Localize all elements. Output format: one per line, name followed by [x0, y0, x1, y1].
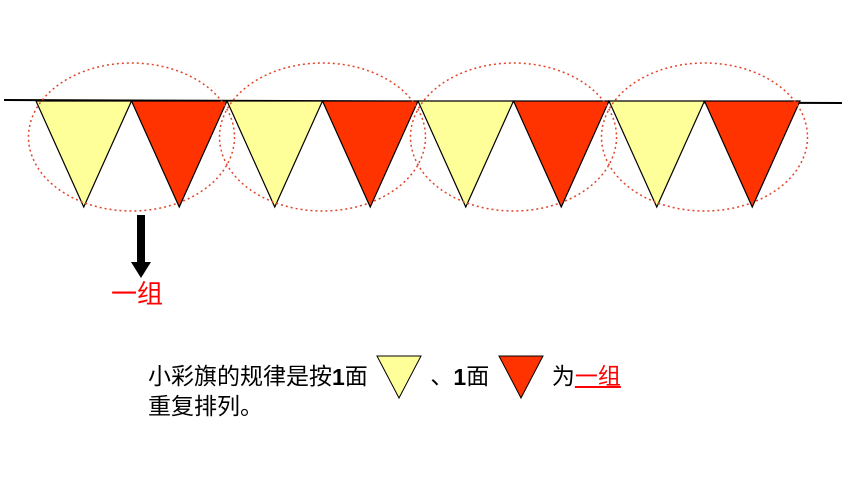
group-oval	[218, 62, 427, 212]
yellow-flag	[35, 100, 133, 209]
yellow-flag	[608, 100, 706, 209]
sentence-part2: 为	[551, 363, 575, 390]
rule-sentence-line1: 小彩旗的规律是按1面 、1面 为一组	[148, 354, 621, 400]
red-flag	[130, 100, 228, 209]
group-label: 一组	[111, 280, 164, 310]
sentence-num2: 1	[453, 363, 467, 390]
sentence-line2: 重复排列。	[148, 394, 263, 420]
sentence-highlight: 一组	[574, 363, 621, 390]
red-flag	[321, 100, 419, 209]
sentence-unit2: 面	[466, 363, 490, 390]
sentence-num1: 1	[332, 363, 345, 390]
yellow-flag	[226, 100, 324, 209]
group-oval	[409, 62, 618, 212]
down-arrow-icon	[131, 215, 151, 278]
group-ovals	[27, 62, 809, 212]
yellow-flag-icon	[376, 355, 422, 400]
red-flag-icon	[497, 355, 544, 400]
red-flag	[703, 100, 801, 209]
sentence-unit1: 面	[344, 363, 368, 390]
group-oval	[27, 62, 236, 212]
sentence-sep: 、	[430, 363, 454, 390]
sentence-part1: 小彩旗的规律是按	[148, 363, 332, 390]
rule-sentence-line2: 重复排列。	[148, 396, 263, 419]
flag-row	[35, 100, 801, 209]
group-oval	[600, 62, 809, 212]
yellow-flag	[417, 100, 515, 209]
red-flag	[512, 100, 610, 209]
